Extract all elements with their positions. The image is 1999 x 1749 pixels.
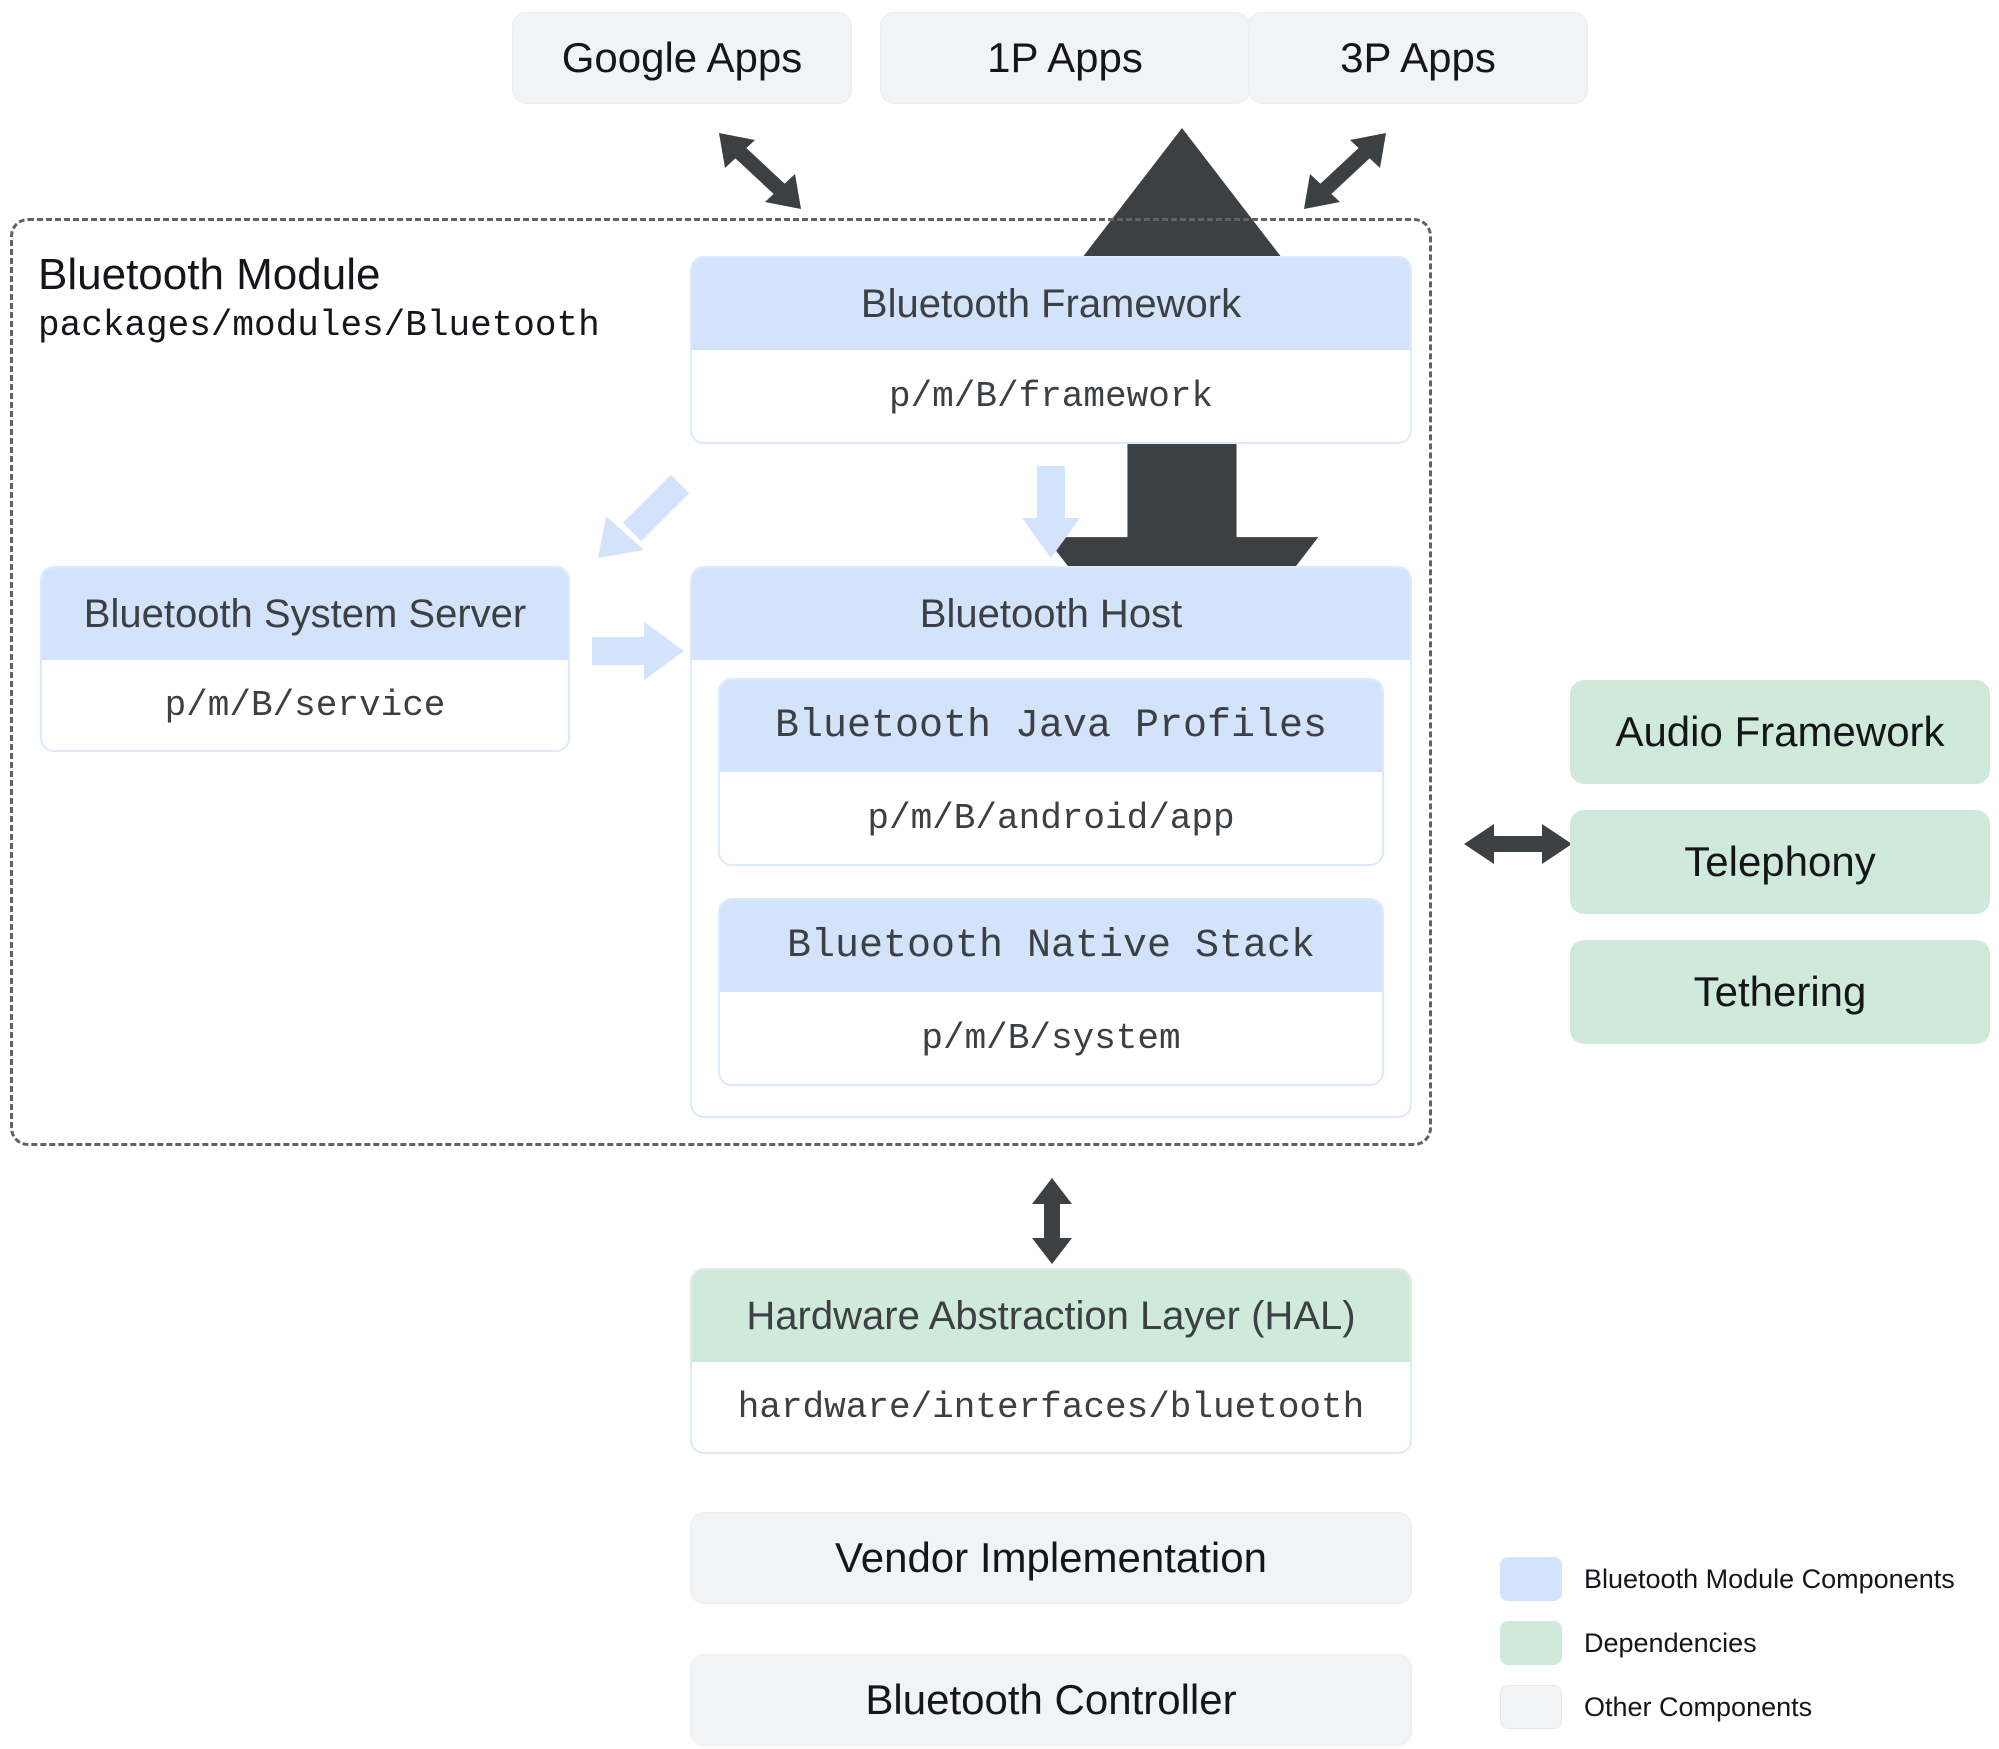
legend-item-dependencies: Dependencies (1500, 1616, 1970, 1670)
app-box-google-apps[interactable]: Google Apps (512, 12, 852, 104)
dependency-label: Audio Framework (1615, 708, 1945, 755)
app-box-label: 3P Apps (1340, 34, 1496, 81)
bluetooth-framework-path: p/m/B/framework (692, 350, 1410, 442)
bluetooth-native-stack-path: p/m/B/system (720, 992, 1382, 1084)
bluetooth-controller-box[interactable]: Bluetooth Controller (690, 1654, 1412, 1746)
bluetooth-host-children: Bluetooth Java Profiles p/m/B/android/ap… (692, 660, 1410, 1116)
app-box-label: 1P Apps (987, 34, 1143, 81)
bluetooth-framework-title: Bluetooth Framework (692, 258, 1410, 350)
app-box-1p-apps[interactable]: 1P Apps (880, 12, 1250, 104)
dependency-box-audio-framework[interactable]: Audio Framework (1570, 680, 1990, 784)
legend-label: Bluetooth Module Components (1584, 1563, 1955, 1594)
bluetooth-framework-card[interactable]: Bluetooth Framework p/m/B/framework (690, 256, 1412, 444)
legend: Bluetooth Module Components Dependencies… (1500, 1552, 1970, 1744)
bluetooth-module-title: Bluetooth Module (38, 250, 381, 299)
bluetooth-system-server-title: Bluetooth System Server (42, 568, 568, 660)
bluetooth-system-server-path: p/m/B/service (42, 660, 568, 750)
vendor-implementation-box[interactable]: Vendor Implementation (690, 1512, 1412, 1604)
bluetooth-native-stack-card[interactable]: Bluetooth Native Stack p/m/B/system (718, 898, 1384, 1086)
bluetooth-module-container (10, 218, 1432, 1146)
bluetooth-module-path: packages/modules/Bluetooth (38, 305, 600, 346)
legend-item-other-components: Other Components (1500, 1680, 1970, 1734)
google-apps-to-module-arrow (715, 130, 805, 212)
legend-item-module-components: Bluetooth Module Components (1500, 1552, 1970, 1606)
bluetooth-java-profiles-path: p/m/B/android/app (720, 772, 1382, 864)
bluetooth-system-server-card[interactable]: Bluetooth System Server p/m/B/service (40, 566, 570, 752)
hal-card[interactable]: Hardware Abstraction Layer (HAL) hardwar… (690, 1268, 1412, 1454)
framework-to-system-server-arrow (592, 470, 692, 562)
3p-apps-to-module-arrow (1300, 130, 1390, 212)
lower-stack-label: Bluetooth Controller (865, 1676, 1237, 1723)
bluetooth-java-profiles-title: Bluetooth Java Profiles (720, 680, 1382, 772)
bluetooth-host-title: Bluetooth Host (692, 568, 1410, 660)
app-box-label: Google Apps (561, 34, 803, 81)
dependency-box-tethering[interactable]: Tethering (1570, 940, 1990, 1044)
hal-path: hardware/interfaces/bluetooth (692, 1362, 1410, 1452)
legend-label: Other Components (1584, 1691, 1813, 1722)
hal-title: Hardware Abstraction Layer (HAL) (692, 1270, 1410, 1362)
bluetooth-java-profiles-card[interactable]: Bluetooth Java Profiles p/m/B/android/ap… (718, 678, 1384, 866)
bluetooth-native-stack-title: Bluetooth Native Stack (720, 900, 1382, 992)
legend-swatch-grey (1500, 1685, 1562, 1729)
legend-swatch-blue (1500, 1557, 1562, 1601)
lower-stack-label: Vendor Implementation (835, 1534, 1267, 1581)
app-box-3p-apps[interactable]: 3P Apps (1248, 12, 1588, 104)
framework-to-host-arrow (1020, 466, 1082, 558)
legend-label: Dependencies (1584, 1627, 1757, 1658)
dependency-label: Telephony (1684, 838, 1876, 885)
dependency-box-telephony[interactable]: Telephony (1570, 810, 1990, 914)
bluetooth-host-card[interactable]: Bluetooth Host Bluetooth Java Profiles p… (690, 566, 1412, 1118)
legend-swatch-green (1500, 1621, 1562, 1665)
host-to-dependencies-arrow (1464, 822, 1572, 866)
module-to-hal-arrow (1030, 1178, 1074, 1264)
system-server-to-host-arrow (592, 620, 684, 682)
dependency-label: Tethering (1693, 968, 1867, 1015)
